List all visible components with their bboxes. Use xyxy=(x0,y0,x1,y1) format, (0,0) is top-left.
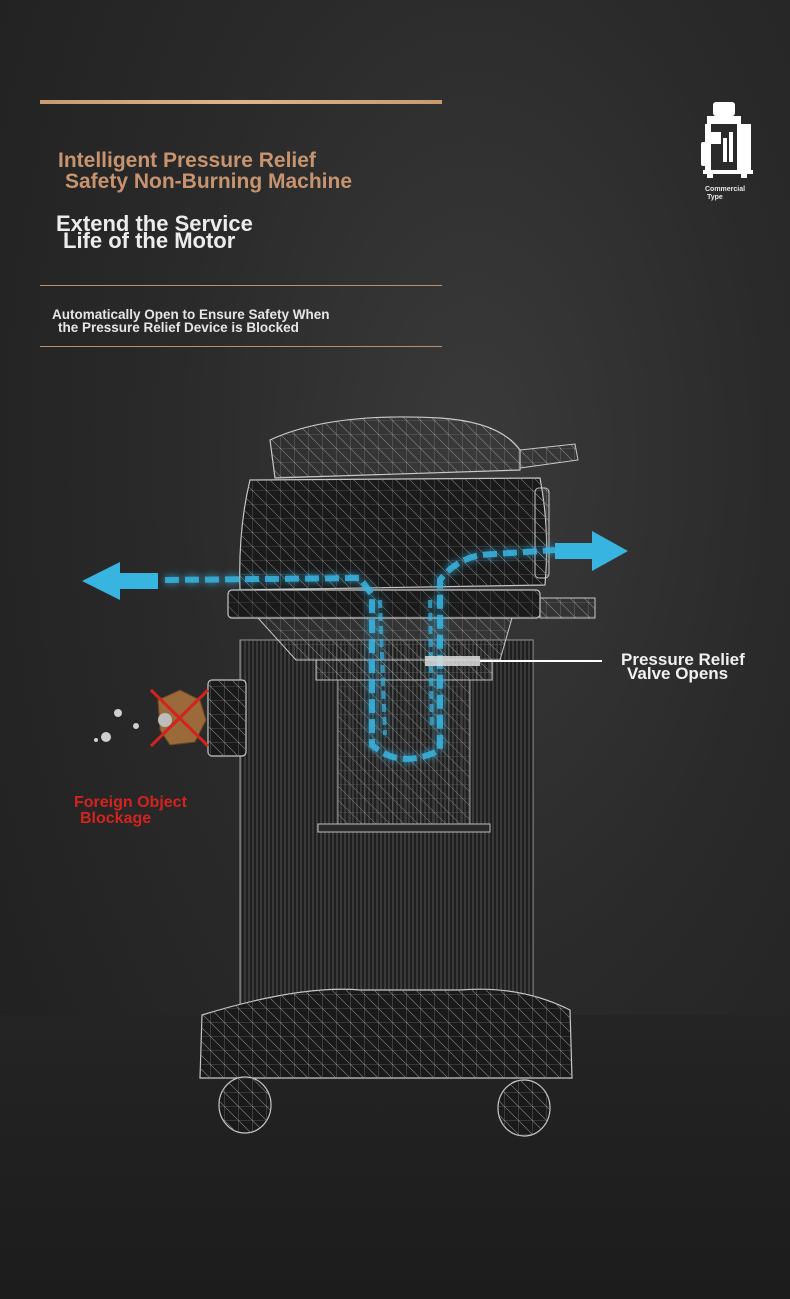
blockage-label-line-1: Foreign Object xyxy=(74,794,187,811)
machine-head xyxy=(227,416,596,661)
commercial-badge: Commercial Type xyxy=(695,98,765,208)
valve-label-line-1: Pressure Relief xyxy=(621,650,745,669)
divider-lower xyxy=(40,346,442,347)
wheel-right xyxy=(497,1079,551,1137)
airflow-arrow-right xyxy=(555,531,628,571)
heading-line-1: Intelligent Pressure Relief xyxy=(58,149,316,172)
wheel-left xyxy=(218,1076,272,1134)
machine-base xyxy=(199,988,573,1079)
subheading-line-1: Extend the Service xyxy=(56,211,253,236)
badge-line-1: Commercial xyxy=(705,186,746,193)
relief-valve-marker xyxy=(425,656,602,666)
description-line-1: Automatically Open to Ensure Safety When xyxy=(52,307,330,322)
heading-line-2: Safety Non-Burning Machine xyxy=(65,170,353,193)
airflow-arrow-left xyxy=(82,562,158,600)
foreign-object-debris xyxy=(94,689,207,746)
divider-upper xyxy=(40,285,442,286)
description-line-2: the Pressure Relief Device is Blocked xyxy=(58,320,299,335)
badge-line-2: Type xyxy=(707,194,723,201)
side-relief-port xyxy=(207,679,247,757)
commercial-vacuum-icon xyxy=(701,102,753,178)
blocked-x-icon xyxy=(149,688,210,748)
subheading-line-2: Life of the Motor xyxy=(63,228,236,253)
valve-label-line-2: Valve Opens xyxy=(627,664,729,683)
motor-chamber xyxy=(315,659,493,833)
top-divider xyxy=(40,100,442,104)
blockage-label-line-2: Blockage xyxy=(80,810,152,827)
